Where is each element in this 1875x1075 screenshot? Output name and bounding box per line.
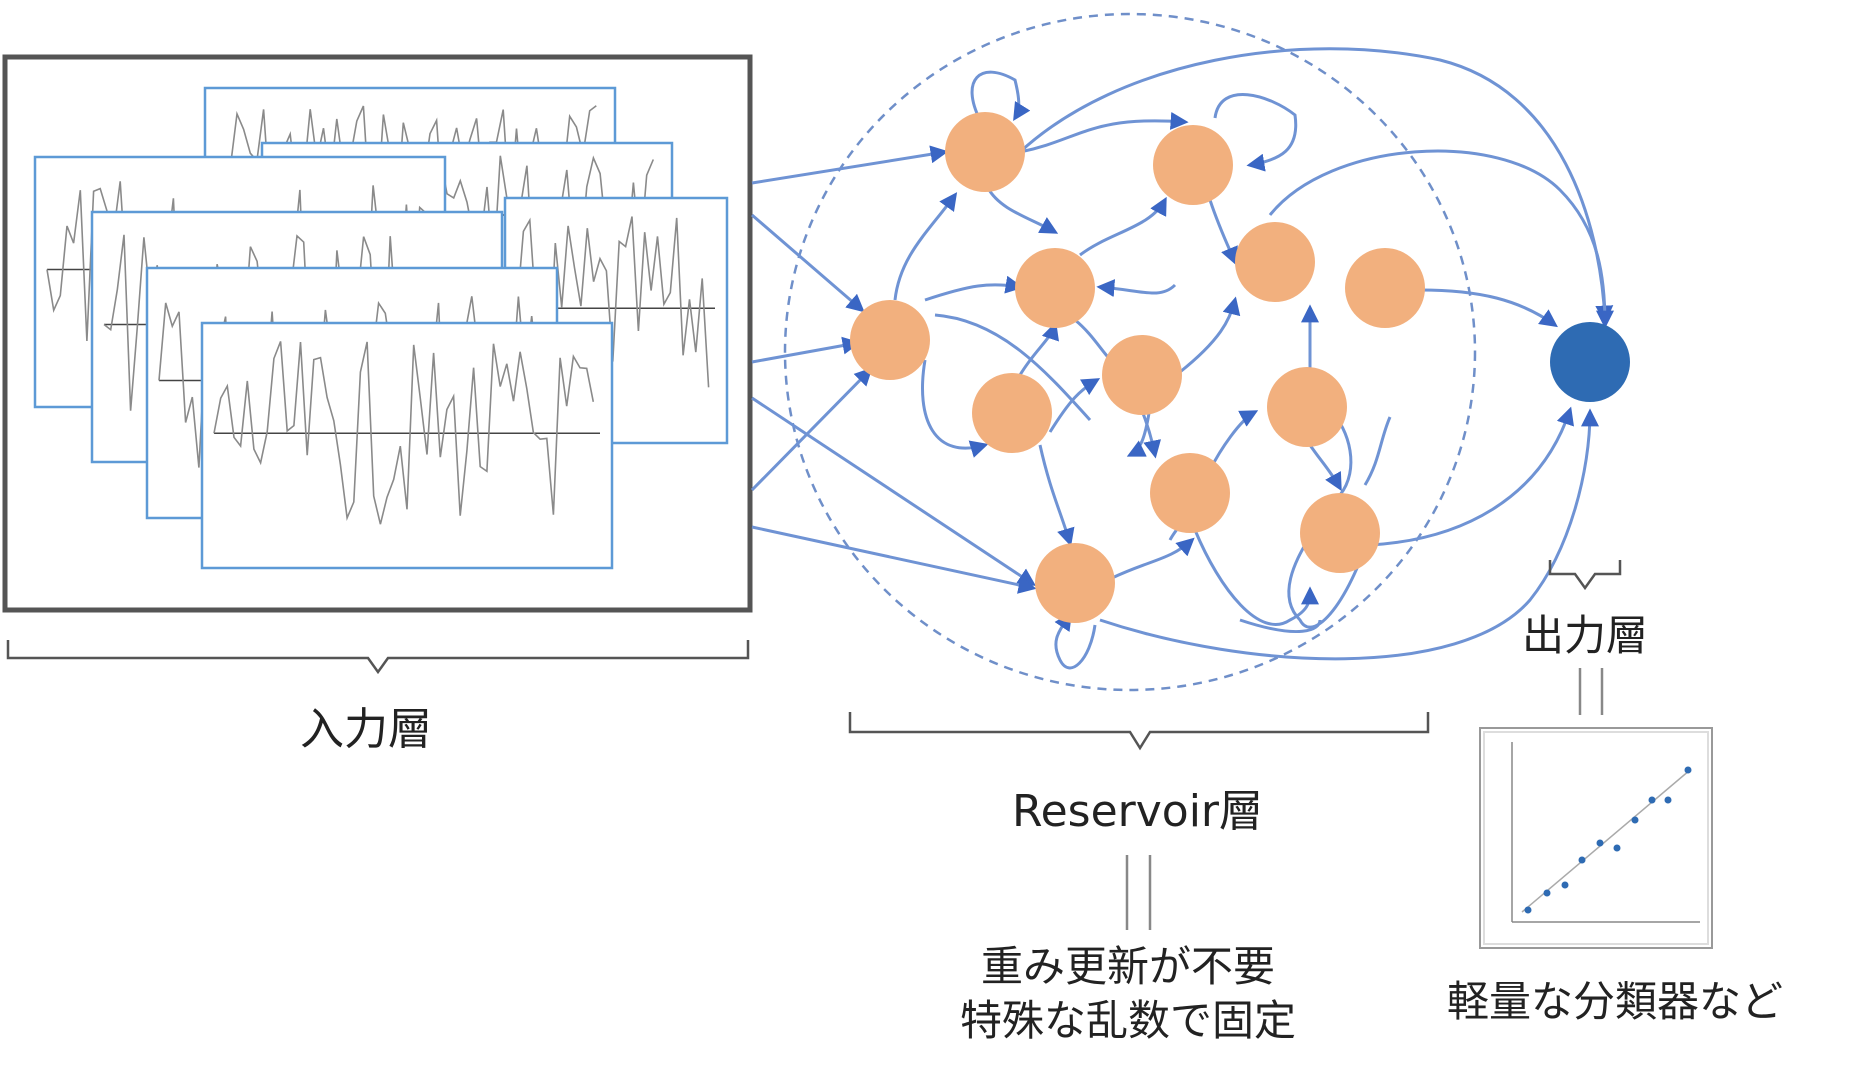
reservoir-node — [1150, 453, 1230, 533]
reservoir-node — [1345, 248, 1425, 328]
reservoir-node — [1102, 335, 1182, 415]
reservoir-equals — [1125, 855, 1152, 930]
scatter-point — [1664, 796, 1672, 804]
reservoir-node — [1035, 543, 1115, 623]
scatter-point — [1596, 839, 1604, 847]
reservoir-node — [972, 373, 1052, 453]
output-note: 軽量な分類器など — [1447, 977, 1784, 1026]
scatter-point — [1578, 856, 1586, 864]
reservoir-nodes — [850, 112, 1425, 623]
input-edges — [750, 145, 1037, 594]
output-node — [1550, 322, 1630, 402]
scatter-point — [1684, 766, 1692, 774]
scatter-fit-line — [1521, 769, 1691, 913]
reservoir-boundary — [783, 12, 1477, 692]
scatter-point — [1648, 796, 1656, 804]
reservoir-note: 重み更新が不要 特殊な乱数で固定 — [960, 940, 1296, 1048]
reservoir-node — [1267, 367, 1347, 447]
scatter-point — [1631, 816, 1639, 824]
scatter-plot-icon — [1479, 727, 1713, 949]
reservoir-note-line2: 特殊な乱数で固定 — [960, 996, 1297, 1045]
reservoir-node — [850, 300, 930, 380]
reservoir-layer-label: Reservoir層 — [1012, 786, 1264, 837]
reservoir-node — [1300, 493, 1380, 573]
input-layer-label: 入力層 — [300, 704, 432, 755]
reservoir-node — [1235, 222, 1315, 302]
time-series-frames — [33, 86, 729, 570]
reservoir-note-line1: 重み更新が不要 — [981, 942, 1276, 991]
input-bracket — [6, 640, 750, 675]
scatter-point — [1543, 889, 1551, 897]
time-series-frame — [200, 321, 614, 570]
scatter-point — [1561, 881, 1569, 889]
reservoir-node — [945, 112, 1025, 192]
reservoir-node — [1153, 125, 1233, 205]
output-equals — [1578, 668, 1604, 715]
scatter-point — [1613, 844, 1621, 852]
reservoir-bracket — [848, 712, 1430, 751]
output-layer-label: 出力層 — [1522, 611, 1649, 660]
output-bracket — [1548, 560, 1622, 591]
scatter-point — [1524, 906, 1532, 914]
scatter-frame — [1479, 727, 1713, 949]
reservoir-node — [1015, 248, 1095, 328]
